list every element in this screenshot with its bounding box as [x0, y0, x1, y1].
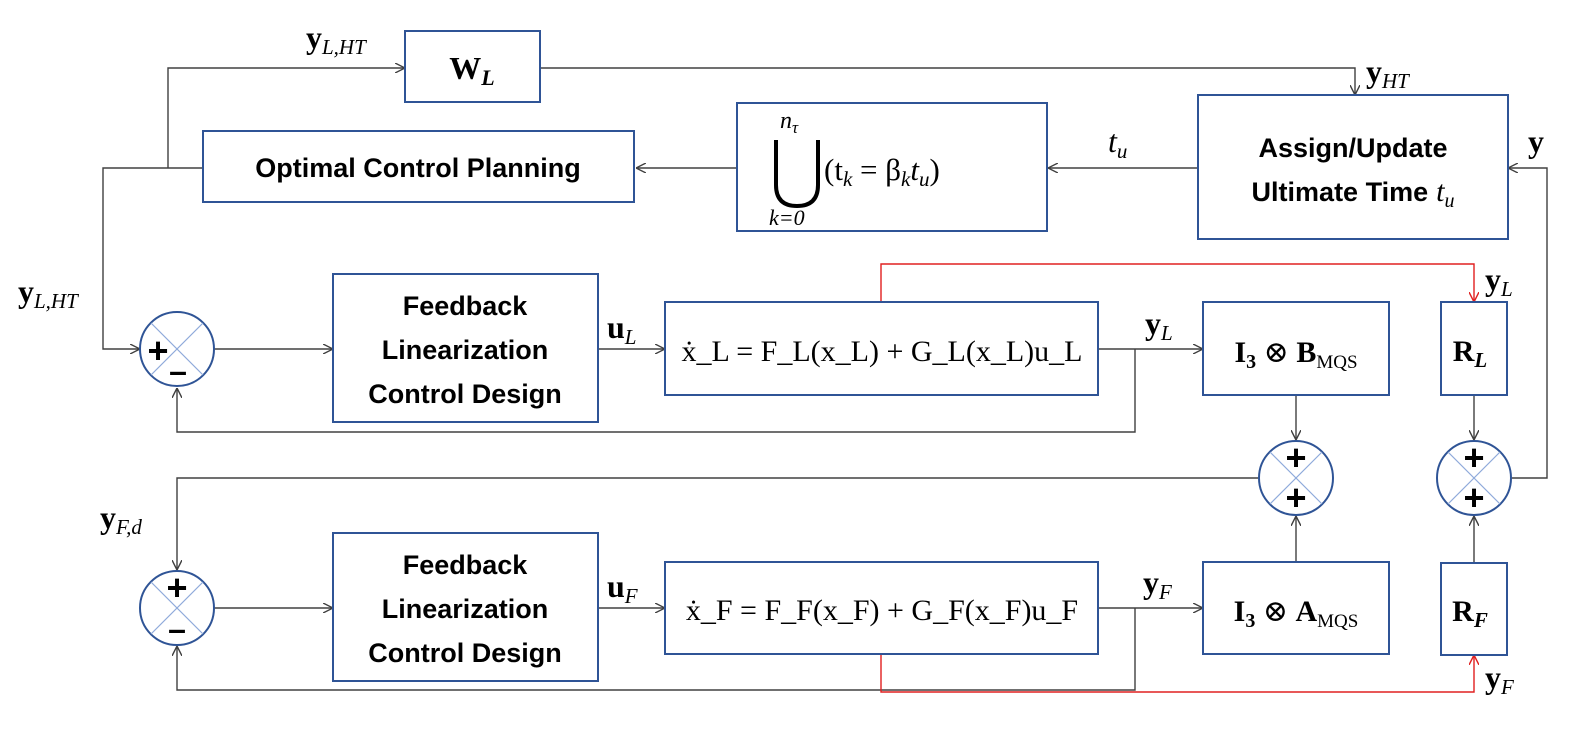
svg-text:nτ: nτ: [780, 108, 799, 137]
svg-text:+: +: [1463, 477, 1484, 518]
label-u-l: uL: [607, 309, 636, 349]
label-y-l-ht-left: yL,HT: [18, 273, 79, 313]
label-y-l-ht-top: yL,HT: [306, 19, 367, 59]
wires: [102, 68, 1548, 691]
follower-dynamics-block: ẋ_F = F_F(x_F) + G_F(x_F)u_F: [664, 561, 1099, 655]
red-lines: [880, 263, 1474, 693]
signal-labels: yL,HT yHT tu y yL,HT uL yL yL yF,d uF yF…: [18, 19, 1544, 699]
leader-dynamics-block: ẋ_L = F_L(x_L) + G_L(x_L)u_L: [664, 301, 1099, 396]
wl-block: WL: [404, 30, 541, 103]
label-u-f: uF: [607, 568, 638, 608]
svg-text:+: +: [1463, 437, 1484, 478]
svg-text:ẋ_L = F_L(x_L) + G_L(x_L)u_L: ẋ_L = F_L(x_L) + G_L(x_L)u_L: [682, 335, 1083, 368]
sum-junction-r: + +: [1436, 437, 1512, 518]
optimal-control-block: Optimal Control Planning: [202, 130, 635, 203]
svg-text:+: +: [166, 567, 187, 608]
svg-text:I3 ⊗ AMQS: I3 ⊗ AMQS: [1234, 595, 1359, 632]
kron-a-block: I3 ⊗ AMQS: [1202, 561, 1390, 655]
svg-text:+: +: [1285, 437, 1306, 478]
kron-b-block: I3 ⊗ BMQS: [1202, 301, 1390, 396]
svg-text:RF: RF: [1452, 595, 1488, 632]
svg-text:Control Design: Control Design: [368, 379, 562, 409]
svg-text:+: +: [1285, 477, 1306, 518]
svg-text:WL: WL: [449, 50, 494, 90]
label-y-f-d: yF,d: [100, 499, 142, 539]
svg-text:k=0: k=0: [769, 205, 805, 230]
label-y-l-right: yL: [1485, 261, 1513, 301]
svg-text:Assign/Update: Assign/Update: [1258, 133, 1447, 163]
label-y-f-right: yF: [1485, 659, 1514, 699]
svg-text:Optimal Control Planning: Optimal Control Planning: [255, 153, 581, 183]
svg-text:(tk = βktu): (tk = βktu): [824, 152, 940, 191]
svg-text:+: +: [147, 330, 168, 371]
rf-block: RF: [1440, 562, 1508, 656]
feedback-linearization-leader-block: Feedback Linearization Control Design: [332, 273, 599, 423]
label-t-u: tu: [1108, 123, 1127, 163]
svg-text:Feedback: Feedback: [403, 291, 529, 321]
label-y-f-mid: yF: [1143, 564, 1172, 604]
label-y-ht: yHT: [1366, 53, 1410, 93]
svg-text:ẋ_F = F_F(x_F) + G_F(x_F)u_F: ẋ_F = F_F(x_F) + G_F(x_F)u_F: [686, 594, 1078, 627]
svg-text:I3 ⊗ BMQS: I3 ⊗ BMQS: [1234, 336, 1357, 373]
svg-text:Control Design: Control Design: [368, 638, 562, 668]
svg-text:Linearization: Linearization: [382, 335, 549, 365]
union-block: nτ k=0 (tk = βktu): [736, 102, 1048, 232]
sum-junction-mqs: + +: [1258, 437, 1334, 518]
feedback-linearization-follower-block: Feedback Linearization Control Design: [332, 532, 599, 682]
sum-junction-follower: + –: [139, 567, 215, 647]
svg-text:RL: RL: [1453, 335, 1488, 372]
svg-text:–: –: [168, 611, 186, 647]
sum-junction-leader: + –: [139, 311, 215, 389]
svg-text:–: –: [169, 353, 187, 389]
label-y: y: [1528, 123, 1544, 159]
svg-text:Feedback: Feedback: [403, 550, 529, 580]
label-y-l-mid: yL: [1145, 305, 1173, 345]
svg-text:Linearization: Linearization: [382, 594, 549, 624]
rl-block: RL: [1440, 301, 1508, 396]
